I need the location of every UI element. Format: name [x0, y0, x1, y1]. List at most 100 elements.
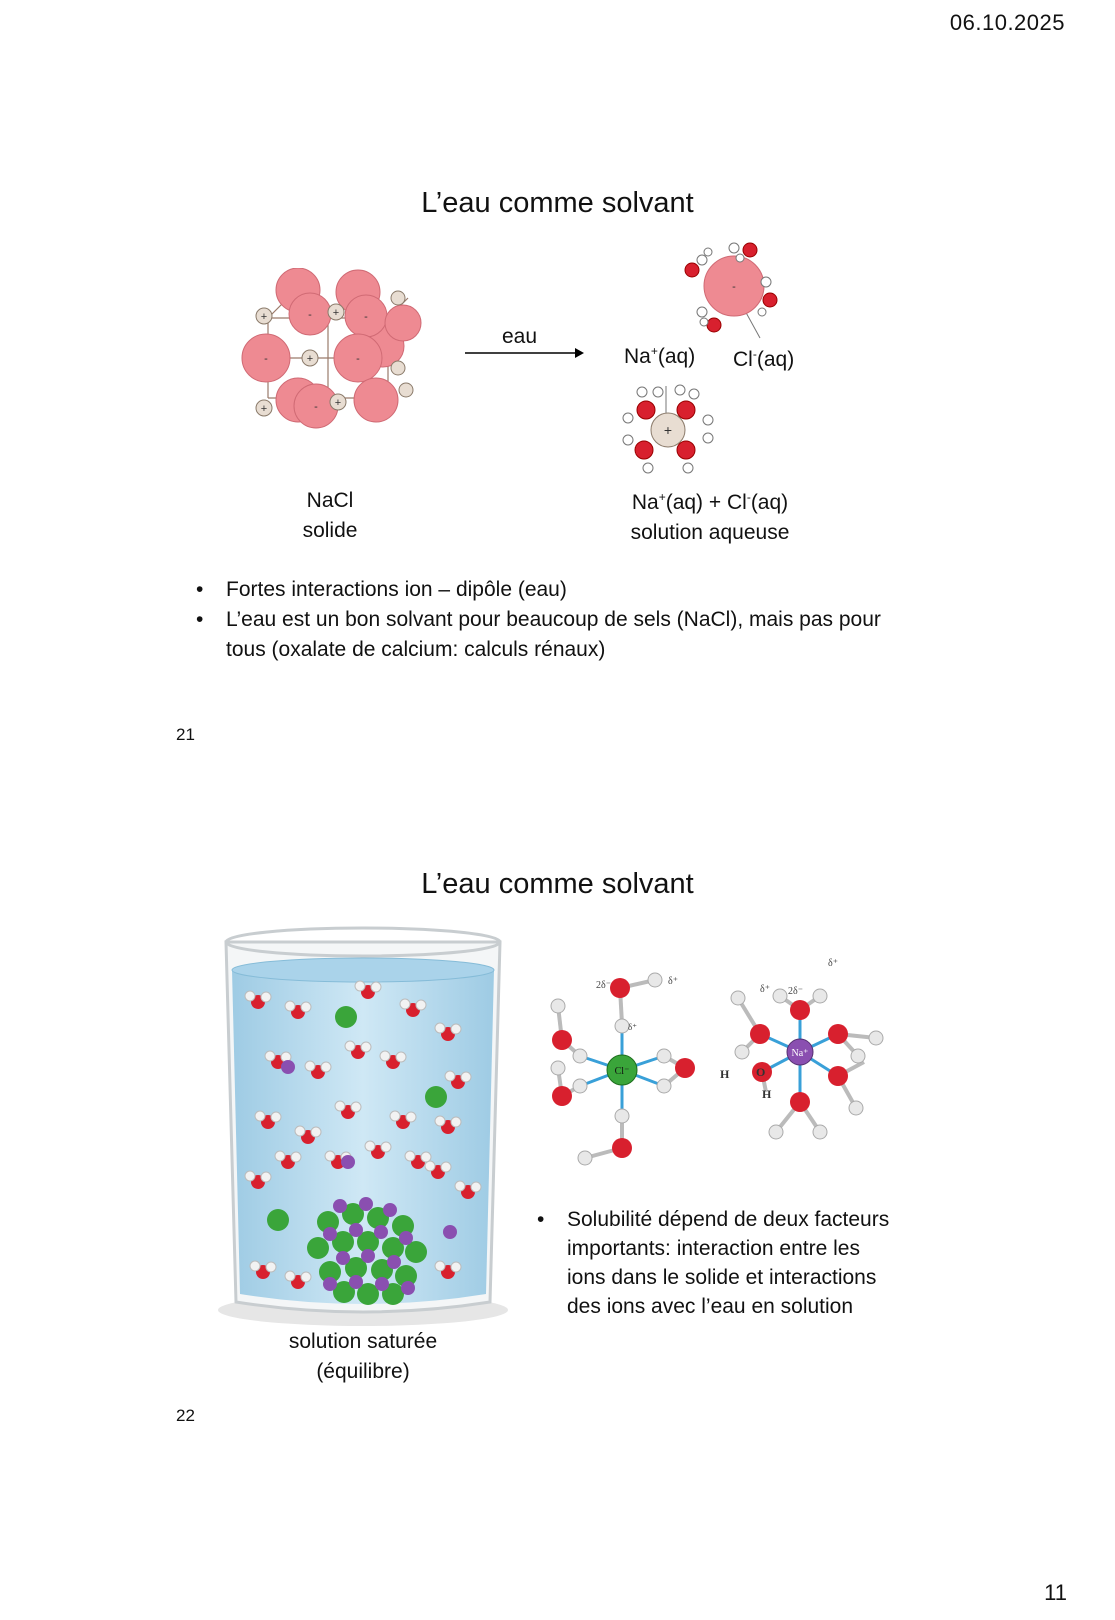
page-number: 11 [1044, 1580, 1067, 1605]
reaction-arrow [465, 346, 585, 360]
dissolved-ion [341, 1155, 355, 1169]
water-hydrogen [420, 1151, 432, 1163]
water-hydrogen [324, 1150, 336, 1162]
water-hydrogen [434, 1260, 446, 1272]
dissolved-ion [443, 1225, 457, 1239]
oxygen-label: O [756, 1065, 765, 1079]
lattice-cation-sign: + [335, 397, 341, 409]
water-hydrogen [254, 1110, 266, 1122]
water-hydrogen [300, 1001, 312, 1013]
sodium-sign: + [664, 422, 672, 438]
na-aq-label: Na+(aq) [624, 344, 696, 368]
dissolved-ion [267, 1209, 289, 1231]
water-hydrogen [444, 1070, 456, 1082]
slide-21-number: 21 [176, 725, 195, 744]
hydrogen-label: H [762, 1087, 772, 1101]
water-hydrogen [470, 1181, 482, 1193]
lattice-anion-sign: - [264, 353, 268, 365]
bullet-item: Solubilité dépend de deux facteurs impor… [537, 1205, 897, 1321]
lattice-cation-sign: + [307, 353, 313, 365]
water-hydrogen [320, 1061, 332, 1073]
lattice-anion-sign: - [364, 311, 368, 323]
slide-22-bullets: Solubilité dépend de deux facteurs impor… [537, 1205, 897, 1321]
slide-21-title: L’eau comme solvant [421, 187, 694, 219]
water-hydrogen [460, 1071, 472, 1083]
delta-plus-label: δ⁺ [828, 958, 838, 969]
water-hydrogen [404, 1150, 416, 1162]
bullet-item: L’eau est un bon solvant pour beaucoup d… [196, 605, 886, 665]
water-hydrogen [264, 1050, 276, 1062]
water-hydrogen [310, 1126, 322, 1138]
sodium-center-label: Na⁺ [792, 1048, 809, 1059]
water-hydrogen [244, 1170, 256, 1182]
water-hydrogen [450, 1023, 462, 1035]
water-hydrogen [350, 1101, 362, 1113]
lattice-cation-sign: + [261, 311, 267, 323]
chloride-center-label: Cl⁻ [615, 1066, 630, 1077]
two-delta-minus-label: 2δ⁻ [596, 980, 611, 991]
lattice-anion-sign: - [314, 401, 318, 413]
water-hydrogen [244, 990, 256, 1002]
slide-22-number: 22 [176, 1406, 195, 1425]
water-hydrogen [379, 1050, 391, 1062]
water-hydrogen [450, 1261, 462, 1273]
water-hydrogen [405, 1111, 417, 1123]
two-delta-minus-label: 2δ⁻ [788, 986, 803, 997]
water-hydrogen [284, 1000, 296, 1012]
page-date: 06.10.2025 [949, 10, 1065, 35]
water-hydrogen [415, 999, 427, 1011]
dissolved-ion [425, 1086, 447, 1108]
arrow-label: eau [502, 325, 538, 348]
water-hydrogen [454, 1180, 466, 1192]
dissolved-ion [335, 1006, 357, 1028]
bullet-item: Fortes interactions ion – dipôle (eau) [196, 575, 886, 605]
water-hydrogen [260, 1171, 272, 1183]
delta-plus-label: δ⁺ [760, 984, 770, 995]
water-hydrogen [399, 998, 411, 1010]
hydrated-sodium-image: + [618, 378, 728, 478]
water-hydrogen [304, 1060, 316, 1072]
water-hydrogen [360, 1041, 372, 1053]
water-hydrogen [249, 1260, 261, 1272]
water-hydrogen [344, 1040, 356, 1052]
water-hydrogen [334, 1100, 346, 1112]
nacl-lattice-image: - - - - - + + + + + [238, 268, 428, 438]
solution-caption: Na+(aq) + Cl-(aq) solution aqueuse [630, 490, 790, 544]
water-hydrogen [440, 1161, 452, 1173]
cl-aq-label: Cl-(aq) [733, 347, 795, 371]
slide-21-bullets: Fortes interactions ion – dipôle (eau) L… [196, 575, 886, 665]
water-hydrogen [294, 1125, 306, 1137]
delta-plus-label: δ⁺ [628, 1022, 637, 1032]
hydrated-chloride-image: - [682, 240, 782, 340]
water-hydrogen [284, 1270, 296, 1282]
water-hydrogen [450, 1116, 462, 1128]
water-hydrogen [434, 1115, 446, 1127]
lattice-anion-sign: - [308, 309, 312, 321]
delta-plus-label: δ⁺ [668, 976, 678, 987]
lattice-cation-sign: + [333, 307, 339, 319]
water-hydrogen [380, 1141, 392, 1153]
water-hydrogen [265, 1261, 277, 1273]
nacl-solid-caption: NaCl solide [302, 489, 358, 542]
chloride-hydration-model: Cl⁻ 2δ⁻ δ⁺ δ⁺ [540, 958, 715, 1173]
water-hydrogen [424, 1160, 436, 1172]
water-hydrogen [260, 991, 272, 1003]
water-hydrogen [300, 1271, 312, 1283]
sodium-hydration-model: Na⁺ H O H 2δ⁻ δ⁺ δ⁺ [710, 952, 895, 1152]
lattice-cation-sign: + [261, 403, 267, 415]
lattice-anion-sign: - [356, 353, 360, 365]
water-hydrogen [270, 1111, 282, 1123]
water-hydrogen [290, 1151, 302, 1163]
beaker-caption: solution saturée (équilibre) [288, 1330, 438, 1383]
beaker-image [218, 922, 508, 1332]
chloride-sign: - [732, 281, 736, 293]
hydrogen-label: H [720, 1067, 730, 1081]
water-hydrogen [354, 980, 366, 992]
water-hydrogen [395, 1051, 407, 1063]
water-hydrogen [274, 1150, 286, 1162]
water-hydrogen [434, 1022, 446, 1034]
slide-22-title: L’eau comme solvant [421, 868, 694, 900]
dissolved-ion [281, 1060, 295, 1074]
water-hydrogen [364, 1140, 376, 1152]
water-hydrogen [370, 981, 382, 993]
